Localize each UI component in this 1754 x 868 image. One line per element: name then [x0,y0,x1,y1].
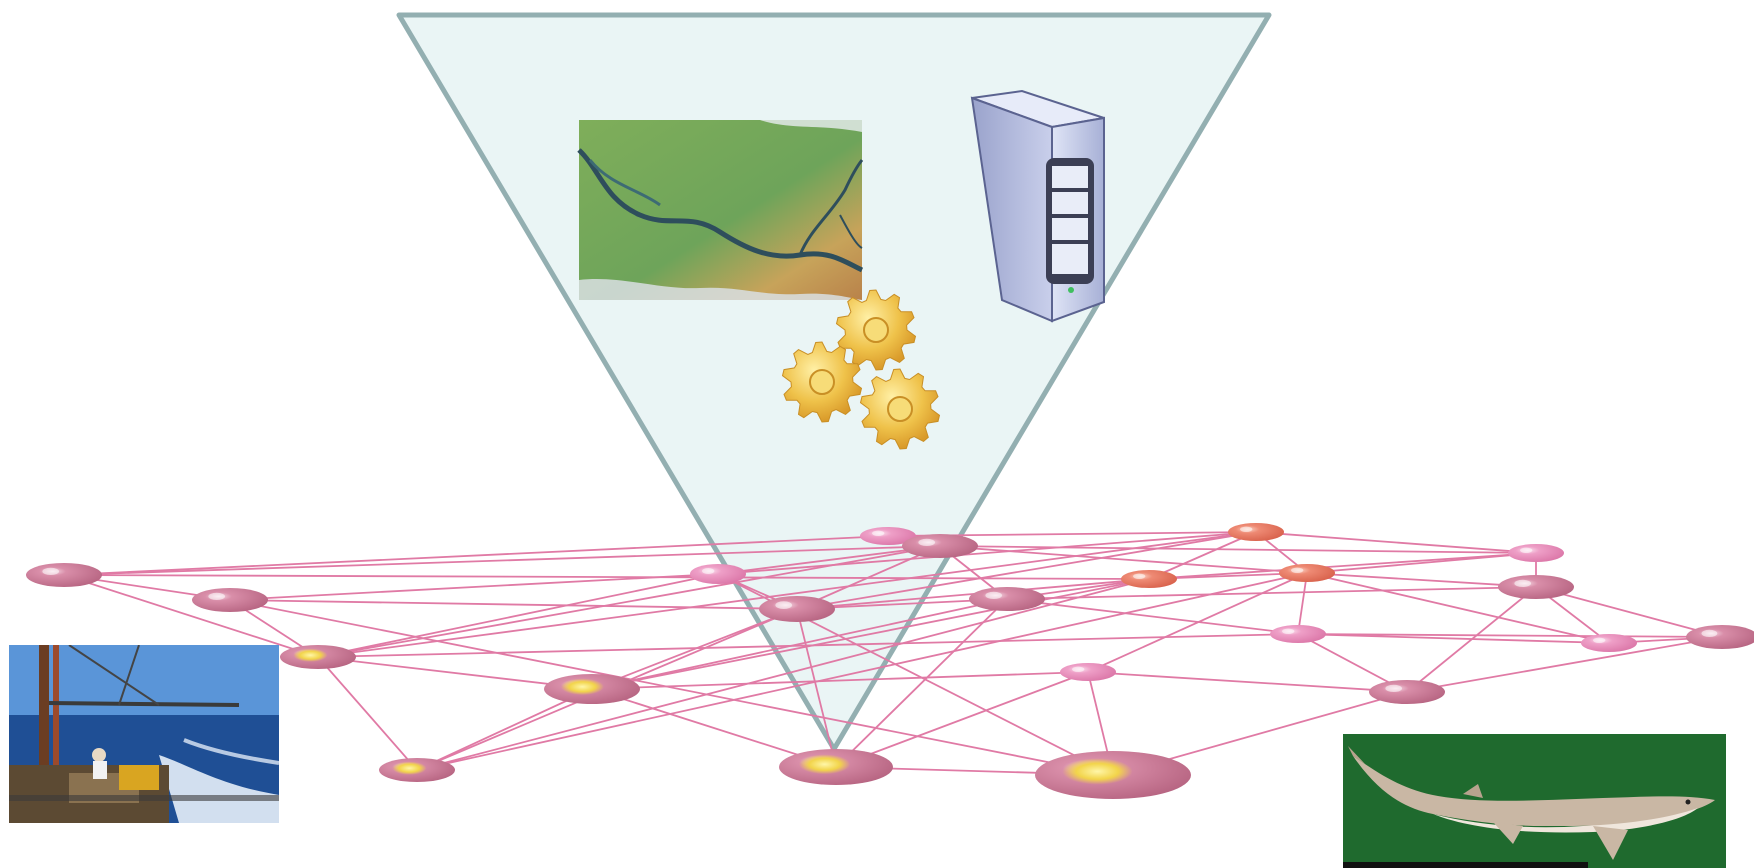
network-edge [317,531,1257,658]
network-node [1060,663,1116,681]
network-node [1035,751,1191,799]
network-edge [1535,586,1723,638]
network-edge [796,545,941,610]
network-edge [939,545,1308,574]
network-edge [1406,636,1723,693]
network-edge [796,608,837,768]
network-edge [1087,671,1408,693]
network-node [1498,575,1574,599]
network-nodes [26,523,1754,799]
network-edge [1297,633,1610,644]
network-edge [416,578,1150,771]
network-node [26,563,102,587]
network-edge [63,545,941,576]
network-edge [1306,572,1537,588]
network-node [192,588,268,612]
network-edge [796,531,1257,610]
network-node [1228,523,1284,541]
network-edge [1006,598,1299,635]
network-edge [591,598,1008,690]
network-edge [1306,552,1537,574]
network-edge [63,574,1150,580]
network-node [779,749,893,785]
network-edge [1297,633,1723,638]
fishing-boat-photo [9,645,279,823]
network-node [280,645,356,669]
network-edge [63,535,889,576]
network-node [1279,564,1335,582]
network-node [759,596,835,622]
network-edge [317,573,719,658]
network-node [379,758,455,782]
shark-photo [1343,734,1726,868]
network-edge [229,573,719,601]
network-edge [835,598,1008,768]
network-edge [1297,572,1308,635]
network-node [1686,625,1754,649]
network-edge [939,545,1537,554]
network-edge [63,574,319,658]
network-edge [835,671,1089,768]
network-edges [63,531,1723,776]
network-edge [317,656,418,771]
network-node [1581,634,1637,652]
network-edge [717,531,1257,575]
network-edge [317,656,593,690]
network-edge [1006,586,1537,600]
network-edge [591,671,1089,690]
network-edge [591,688,837,768]
network-edge [229,599,798,610]
network-edge [1087,572,1308,673]
network-node [902,534,978,558]
satellite-map-icon [577,120,864,300]
network-node [1270,625,1326,643]
network-node [969,587,1045,611]
network-edge [717,545,941,575]
network-edge [591,608,798,690]
gears-icon [781,289,941,450]
network-edge [1406,586,1537,693]
gear-icon [781,341,863,423]
network-node [1121,570,1177,588]
gear-icon [835,289,917,371]
network-node [860,527,916,545]
network-edge [229,599,1114,776]
network-node [1508,544,1564,562]
server-tower-icon [970,89,1105,323]
network-node [544,674,640,704]
network-node [690,564,746,584]
gear-icon [859,368,941,450]
network-edge [1306,572,1610,644]
network-edge [416,572,1308,771]
network-edge [1148,531,1257,580]
network-edge [1255,531,1537,554]
network-node [1369,680,1445,704]
network-edge [416,688,593,771]
network-edge [1148,552,1537,580]
